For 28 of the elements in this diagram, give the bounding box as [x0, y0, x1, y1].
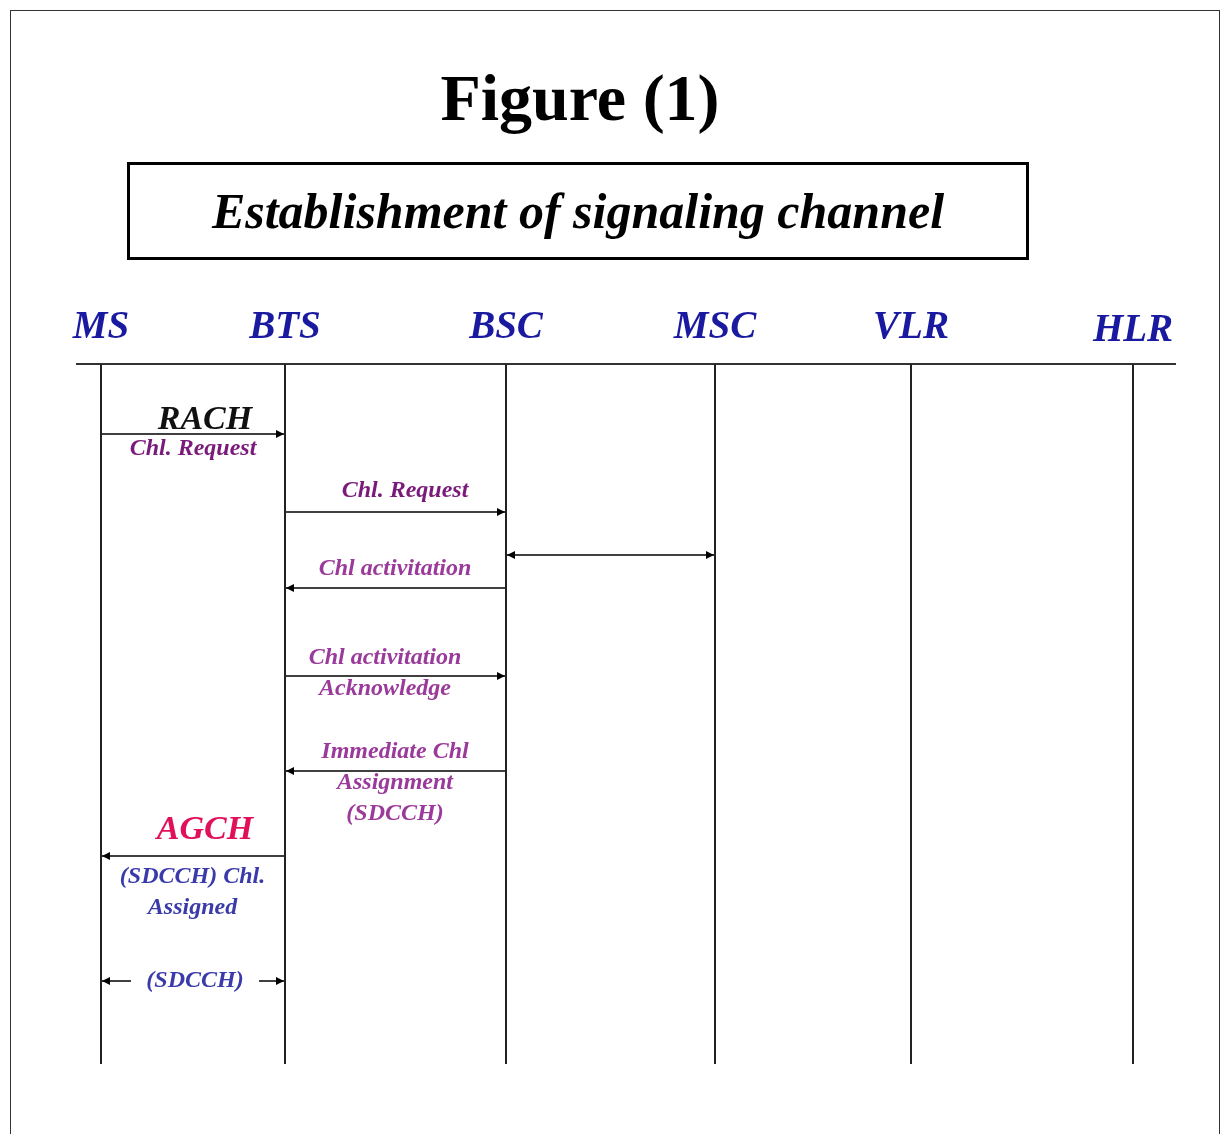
message-arrow: [285, 508, 506, 516]
channel-label: AGCH: [154, 808, 255, 848]
edge-label: Chl activitation Acknowledge: [307, 642, 463, 703]
subtitle-box: [127, 162, 1029, 260]
entity-header: MS: [41, 305, 161, 344]
message-arrow: [285, 672, 506, 680]
figure-title: Figure (1): [439, 62, 721, 135]
edge-label: Chl activitation: [317, 553, 473, 582]
message-arrow: [285, 767, 506, 775]
entity-header: MSC: [655, 305, 775, 344]
edge-label: (SDCCH) Chl. Assigned: [118, 861, 267, 922]
message-arrow: [285, 584, 506, 592]
lifeline: [505, 364, 507, 1064]
entity-header: HLR: [1073, 308, 1193, 347]
edge-label: Immediate Chl Assignment (SDCCH): [320, 736, 470, 828]
lifeline: [1132, 364, 1134, 1064]
message-arrow: [101, 852, 285, 860]
message-arrow: [506, 551, 715, 559]
edge-label: Chl. Request: [340, 475, 470, 504]
entity-header: VLR: [851, 305, 971, 344]
subtitle-text: Establishment of signaling channel: [211, 182, 945, 240]
lifeline: [284, 364, 286, 1064]
message-arrow: [101, 430, 285, 438]
lifeline: [910, 364, 912, 1064]
entity-header: BSC: [446, 305, 566, 344]
entity-header: BTS: [225, 305, 345, 344]
lifeline: [714, 364, 716, 1064]
lifeline: [100, 364, 102, 1064]
